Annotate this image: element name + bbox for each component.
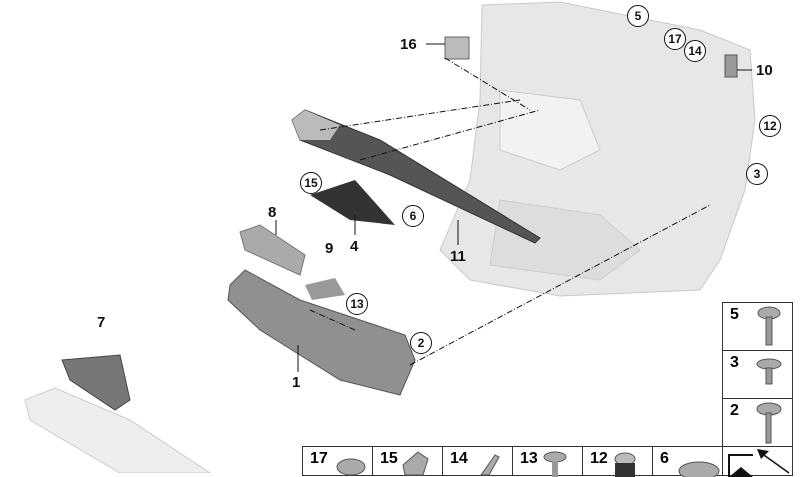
switch-cover-8	[239, 224, 306, 276]
door-panel-partial	[24, 387, 211, 473]
callout-11: 11	[450, 248, 466, 265]
fastener-number: 2	[730, 402, 739, 419]
callout-10: 10	[756, 62, 773, 79]
fastener-number: 14	[450, 450, 468, 467]
fastener-number: 6	[660, 450, 669, 467]
screw-icon	[757, 306, 781, 346]
callout-circled-13: 13	[346, 293, 368, 315]
callout-circled-2: 2	[410, 332, 432, 354]
insert-9	[305, 278, 345, 300]
callout-circled-6: 6	[402, 205, 424, 227]
callout-7: 7	[97, 314, 106, 331]
armrest-1	[227, 269, 416, 396]
callout-8: 8	[268, 204, 277, 221]
screw-icon	[756, 402, 782, 444]
callout-circled-5: 5	[627, 5, 649, 27]
fastener-cell-2: 2	[722, 398, 793, 447]
trim-strip	[291, 109, 541, 244]
callout-circled-15: 15	[300, 172, 322, 194]
fastener-cell-15: 15	[372, 446, 443, 476]
fastener-cell-5: 5	[722, 302, 793, 351]
fastener-number: 3	[730, 354, 739, 371]
screw-icon	[543, 451, 567, 477]
fastener-number: 15	[380, 450, 398, 467]
fastener-number: 5	[730, 306, 739, 323]
screw-icon	[756, 358, 782, 385]
fastener-number: 13	[520, 450, 538, 467]
fastener-cell-17: 17	[302, 446, 373, 476]
fastener-cell-13: 13	[512, 446, 583, 477]
direction-arrow-cell	[722, 446, 793, 477]
callout-circled-17: 17	[664, 28, 686, 50]
callout-16: 16	[400, 36, 417, 53]
callout-4: 4	[350, 238, 359, 255]
switch-16	[444, 36, 470, 60]
fastener-number: 17	[310, 450, 328, 467]
fastener-number: 12	[590, 450, 608, 467]
callout-circled-14: 14	[684, 40, 706, 62]
callout-1: 1	[292, 374, 301, 391]
switch-block-7	[61, 354, 131, 411]
fastener-cell-6: 6	[652, 446, 723, 477]
fastener-cell-12: 12	[582, 446, 653, 477]
fastener-cell-3: 3	[722, 350, 793, 399]
callout-9: 9	[325, 240, 334, 257]
cover-part-4	[310, 180, 395, 225]
clip-10	[724, 54, 738, 78]
fastener-cell-14: 14	[442, 446, 513, 476]
callout-circled-3: 3	[746, 163, 768, 185]
callout-circled-12: 12	[759, 115, 781, 137]
